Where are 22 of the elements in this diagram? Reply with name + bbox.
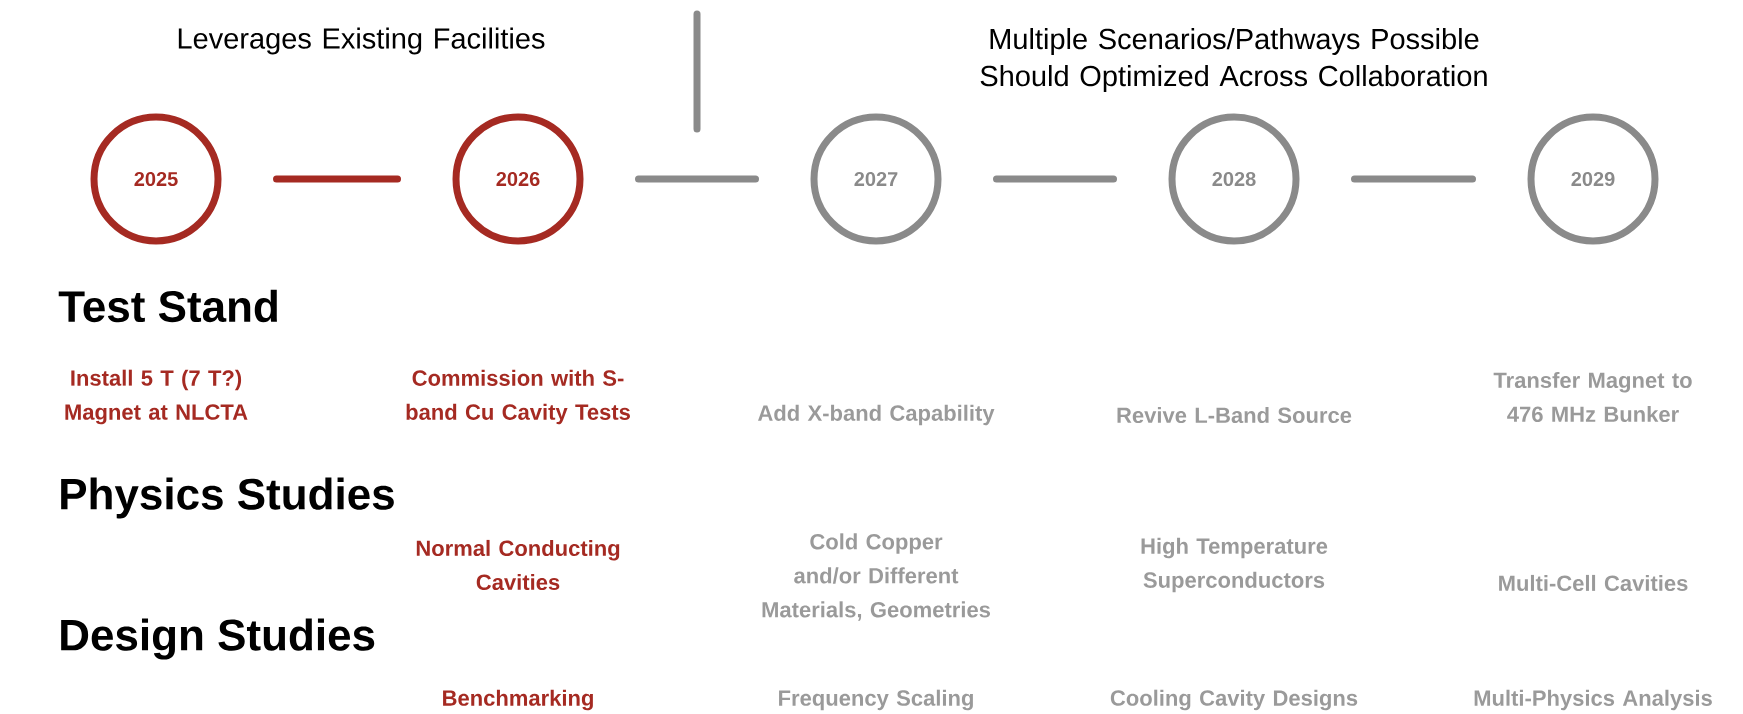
milestone-text: Multi-Physics Analysis — [1474, 689, 1712, 711]
connector-line — [635, 175, 759, 183]
category-heading: Design Studies — [61, 618, 375, 660]
milestone-text: Cooling Cavity Designs — [1110, 689, 1358, 711]
section-heading: Multiple Scenarios/Pathways Possible Should Optimized Across Collaboration — [980, 28, 1487, 92]
milestone-text: Multi-Cell Cavities — [1499, 574, 1688, 592]
milestone-text: Cold Copper and/or Different Materials, Geometries — [762, 533, 991, 621]
milestone-text: Benchmarking — [443, 689, 593, 711]
milestone-text: Revive L-Band Source — [1117, 406, 1352, 424]
category-heading: Test Stand — [58, 289, 277, 323]
milestone-text: Transfer Magnet to 476 MHz Bunker — [1493, 371, 1692, 423]
milestone-text: Add X-band Capability — [758, 404, 995, 426]
milestone-text: Frequency Scaling — [779, 689, 973, 711]
connector-line — [273, 175, 401, 183]
section-heading: Leverages Existing Facilities — [178, 27, 545, 55]
milestone-text: High Temperature Superconductors — [1141, 537, 1328, 593]
milestone-text: Normal Conducting Cavities — [416, 539, 620, 591]
category-heading: Physics Studies — [61, 477, 394, 519]
milestone-text: Install 5 T (7 T?) Magnet at NLCTA — [65, 369, 248, 425]
milestone-text: Commission with S-band Cu Cavity Tests — [406, 369, 630, 425]
connector-line — [1351, 175, 1476, 183]
connector-line — [993, 175, 1117, 183]
